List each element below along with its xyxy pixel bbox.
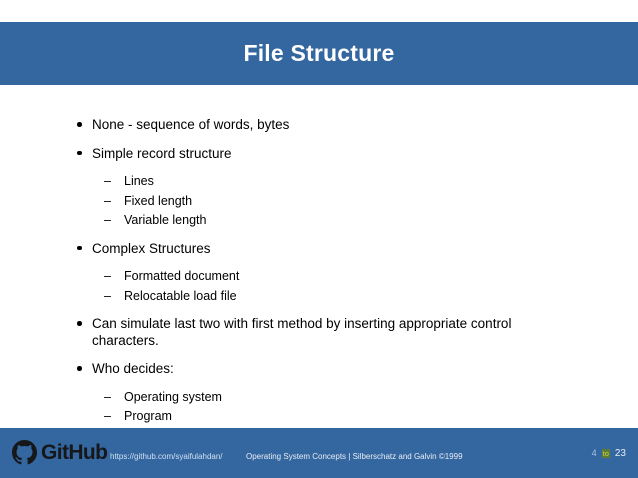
bullet-text: Complex Structures	[92, 240, 211, 256]
bullet-item: Simple record structure	[72, 146, 572, 163]
bullet-item: Complex Structures	[72, 241, 572, 258]
sub-bullet-text: Operating system	[124, 389, 222, 404]
sub-bullet-item: – Relocatable load file	[72, 289, 572, 305]
sub-bullet-item: – Fixed length	[72, 194, 572, 210]
dash-icon: –	[104, 193, 111, 208]
sub-bullet-item: – Formatted document	[72, 269, 572, 285]
bullet-item: None - sequence of words, bytes	[72, 117, 572, 134]
dash-icon: –	[104, 174, 111, 188]
sub-bullet-text: Relocatable load file	[124, 288, 237, 303]
page-total: 23	[614, 448, 626, 459]
bullet-dot-icon	[77, 366, 82, 371]
bullet-item: Who decides:	[72, 361, 572, 378]
dash-icon: –	[104, 269, 111, 283]
github-logo[interactable]: GitHub	[12, 440, 108, 465]
slide-footer-band	[0, 428, 638, 478]
bullet-text: Who decides:	[92, 361, 174, 376]
bullet-item: Can simulate last two with first method …	[72, 316, 572, 349]
page-indicator: 4 to 23	[592, 448, 626, 460]
bullet-text: Can simulate last two with first method …	[92, 316, 512, 348]
bullet-text: Simple record structure	[92, 145, 232, 161]
slide-title-band: File Structure	[0, 22, 638, 85]
page-title: File Structure	[243, 40, 395, 66]
bullet-dot-icon	[77, 122, 82, 127]
sub-bullet-text: Lines	[124, 174, 154, 188]
bullet-group: Can simulate last two with first method …	[72, 316, 572, 349]
bullet-text: None - sequence of words, bytes	[92, 117, 290, 132]
bullet-group: None - sequence of words, bytes	[72, 117, 572, 134]
sub-bullet-item: – Lines	[72, 174, 572, 190]
dash-icon: –	[104, 213, 111, 227]
sub-bullet-item: – Operating system	[72, 390, 572, 406]
slide-body: None - sequence of words, bytes Simple r…	[72, 117, 572, 437]
sub-bullet-item: – Program	[72, 409, 572, 425]
footer-repo-url[interactable]: https://github.com/syaifulahdan/	[110, 452, 223, 461]
sub-bullet-item: – Variable length	[72, 213, 572, 229]
github-wordmark: GitHub	[41, 441, 108, 464]
bullet-group: Complex Structures – Formatted document …	[72, 241, 572, 305]
dash-icon: –	[104, 288, 111, 303]
sub-bullet-text: Variable length	[124, 213, 207, 227]
dash-icon: –	[104, 389, 111, 404]
bullet-dot-icon	[77, 245, 82, 250]
github-octocat-icon	[12, 440, 37, 465]
bullet-group: Who decides: – Operating system – Progra…	[72, 361, 572, 425]
page-separator-badge: to	[601, 449, 610, 458]
bullet-dot-icon	[77, 150, 82, 155]
sub-bullet-text: Formatted document	[124, 269, 240, 283]
page-current: 4	[591, 448, 597, 458]
sub-bullet-text: Program	[124, 409, 172, 423]
bullet-dot-icon	[77, 321, 82, 326]
footer-citation: Operating System Concepts | Silberschatz…	[246, 452, 463, 461]
sub-bullet-text: Fixed length	[124, 193, 193, 208]
dash-icon: –	[104, 409, 111, 423]
bullet-group: Simple record structure – Lines – Fixed …	[72, 146, 572, 229]
